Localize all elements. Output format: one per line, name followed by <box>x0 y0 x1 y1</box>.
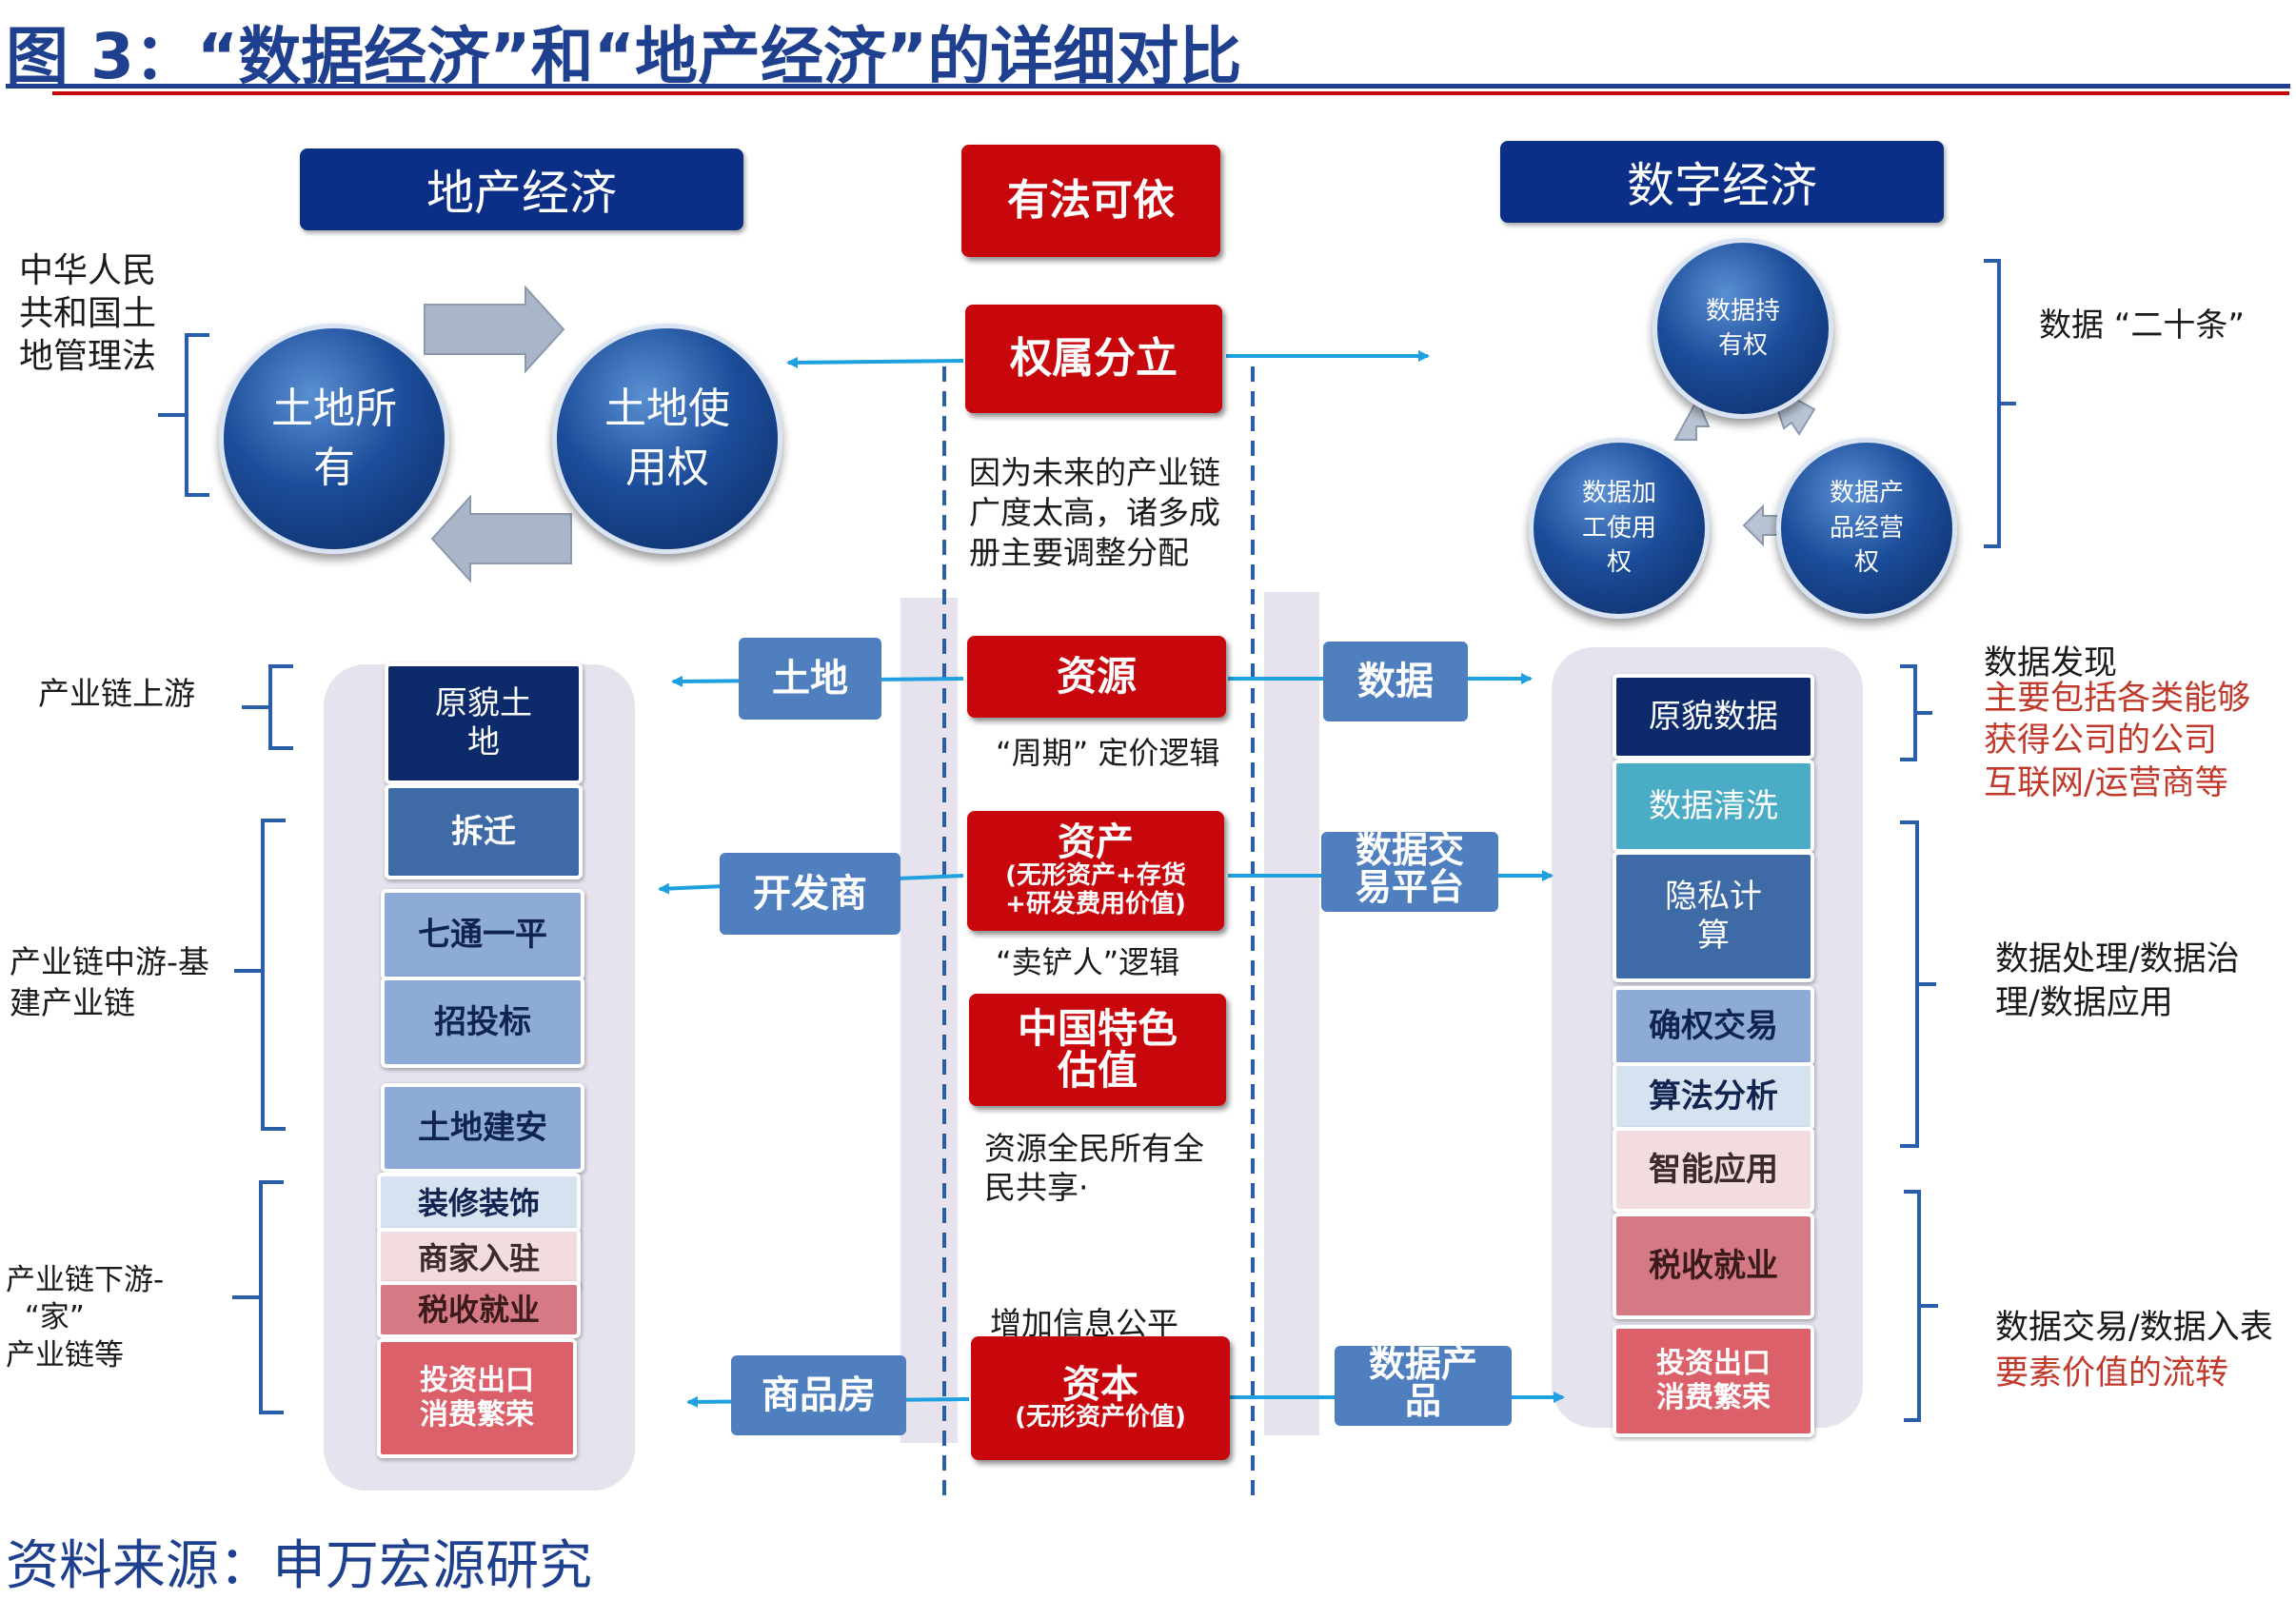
box-capital-sub: (无形资产价值) <box>1015 1403 1186 1432</box>
left-stack-construction: 土地建安 <box>381 1083 584 1173</box>
bracket-downstream <box>232 1180 284 1414</box>
block-arrow-left <box>430 494 572 583</box>
label-twenty-measures: 数据 “二十条” <box>2039 306 2246 345</box>
note-chain: 因为未来的产业链 广度太高，诸多成 册主要调整分配 <box>969 454 1220 571</box>
circle-data-holding-label: 数据持 有权 <box>1705 296 1780 360</box>
left-stack-prosperity-label: 投资出口 消费繁荣 <box>420 1364 534 1432</box>
left-stack-site-prep: 七通一平 <box>381 889 584 980</box>
left-stack-decoration: 装修装饰 <box>377 1173 581 1234</box>
left-stack-original-land: 原貌土 地 <box>385 662 583 784</box>
right-header: 数字经济 <box>1500 141 1944 223</box>
circle-land-ownership: 土地所 有 <box>219 324 449 554</box>
arrow-label-housing: 商品房 <box>731 1355 906 1435</box>
right-stack-raw-data: 原貌数据 <box>1613 674 1814 760</box>
box-asset-sub: (无形资产+存货 +研发费用价值) <box>1005 861 1186 919</box>
shovel-logic: “卖铲人”逻辑 <box>996 944 1180 980</box>
label-processing: 数据处理/数据治 理/数据应用 <box>1995 940 2240 1022</box>
right-stack-rights-trading: 确权交易 <box>1613 986 1814 1066</box>
left-stack-bidding: 招投标 <box>381 977 584 1068</box>
bracket-upstream <box>242 664 293 750</box>
small-arrow-up-left <box>1673 397 1711 441</box>
label-factor-value: 要素价值的流转 <box>1995 1354 2229 1393</box>
left-stack-original-land-label: 原貌土 地 <box>435 684 532 761</box>
arrow-separation-left <box>786 356 964 368</box>
arrow-label-product: 数据产 品 <box>1335 1346 1512 1426</box>
source-note: 资料来源：申万宏源研究 <box>6 1535 592 1597</box>
circle-land-use: 土地使 用权 <box>552 324 782 554</box>
block-arrow-right <box>424 285 565 374</box>
box-capital: 资本 (无形资产价值) <box>971 1336 1230 1460</box>
arrow-label-data: 数据 <box>1323 642 1468 721</box>
law-label: 中华人民 共和国土 地管理法 <box>19 251 157 376</box>
box-lawful: 有法可依 <box>961 145 1220 257</box>
box-separation-label: 权属分立 <box>1010 333 1178 383</box>
box-resource: 资源 <box>967 636 1226 718</box>
right-stack-data-cleaning: 数据清洗 <box>1613 760 1814 853</box>
circle-data-processing-label: 数据加 工使用 权 <box>1581 479 1656 578</box>
left-header: 地产经济 <box>300 148 743 230</box>
figure-title: 图 3：“数据经济”和“地产经济”的详细对比 <box>6 20 1242 93</box>
box-resource-label: 资源 <box>1056 652 1137 700</box>
note-public: 资源全民所有全 民共享· <box>984 1130 1204 1207</box>
box-china-valuation: 中国特色 估值 <box>969 994 1226 1106</box>
right-stack-privacy-computing-label: 隐私计 算 <box>1665 878 1762 955</box>
center-left-strip <box>901 598 958 1443</box>
circle-land-use-label: 土地使 用权 <box>604 385 730 492</box>
bracket-trading <box>1904 1190 1938 1422</box>
label-upstream: 产业链上游 <box>38 675 195 712</box>
label-discovery-note: 主要包括各类能够 获得公司的公司 互联网/运营商等 <box>1984 680 2251 802</box>
center-right-strip <box>1264 592 1319 1435</box>
box-lawful-label: 有法可依 <box>1007 175 1175 225</box>
label-trading: 数据交易/数据入表 <box>1995 1309 2273 1347</box>
box-separation: 权属分立 <box>965 305 1222 413</box>
label-downstream: 产业链下游- “家” 产业链等 <box>6 1263 165 1373</box>
circle-data-holding: 数据持 有权 <box>1653 238 1833 419</box>
label-discovery-title: 数据发现 <box>1984 644 2118 682</box>
arrow-label-exchange: 数据交 易平台 <box>1321 832 1498 912</box>
bracket-processing <box>1900 820 1936 1148</box>
bracket-twenty <box>1984 259 2016 548</box>
right-stack-privacy-computing: 隐私计 算 <box>1613 851 1814 982</box>
left-stack-prosperity: 投资出口 消费繁荣 <box>377 1338 577 1458</box>
circle-data-operating-label: 数据产 品经营 权 <box>1829 479 1904 578</box>
arrow-label-developer: 开发商 <box>720 853 901 935</box>
box-capital-title: 资本 <box>1062 1363 1138 1408</box>
right-stack-prosperity-label: 投资出口 消费繁荣 <box>1656 1347 1771 1414</box>
cycle-logic: “周期” 定价逻辑 <box>996 735 1220 771</box>
right-stack-algorithm: 算法分析 <box>1613 1062 1814 1131</box>
title-rule-red <box>52 91 2289 95</box>
circle-data-operating: 数据产 品经营 权 <box>1776 438 1957 619</box>
box-china-valuation-label: 中国特色 估值 <box>1017 1004 1178 1094</box>
circle-land-ownership-label: 土地所 有 <box>271 385 397 492</box>
box-asset-title: 资产 <box>1058 820 1134 865</box>
left-stack-demolition: 拆迁 <box>385 784 583 879</box>
left-stack-merchants: 商家入驻 <box>377 1228 581 1289</box>
small-arrow-left <box>1742 504 1781 547</box>
bracket-law <box>158 333 209 497</box>
box-asset: 资产 (无形资产+存货 +研发费用价值) <box>967 811 1224 931</box>
left-stack-tax-jobs: 税收就业 <box>377 1281 581 1338</box>
right-stack-smart-app: 智能应用 <box>1613 1127 1814 1213</box>
note-fair: 增加信息公平 <box>990 1305 1178 1342</box>
right-stack-prosperity: 投资出口 消费繁荣 <box>1613 1325 1814 1437</box>
label-midstream: 产业链中游-基 建产业链 <box>10 943 209 1021</box>
arrow-label-land: 土地 <box>739 638 881 720</box>
right-stack-tax-jobs: 税收就业 <box>1613 1213 1814 1319</box>
bracket-midstream <box>234 819 286 1131</box>
bracket-discovery <box>1900 664 1932 761</box>
title-rule <box>6 84 2290 89</box>
circle-data-processing: 数据加 工使用 权 <box>1529 438 1710 619</box>
